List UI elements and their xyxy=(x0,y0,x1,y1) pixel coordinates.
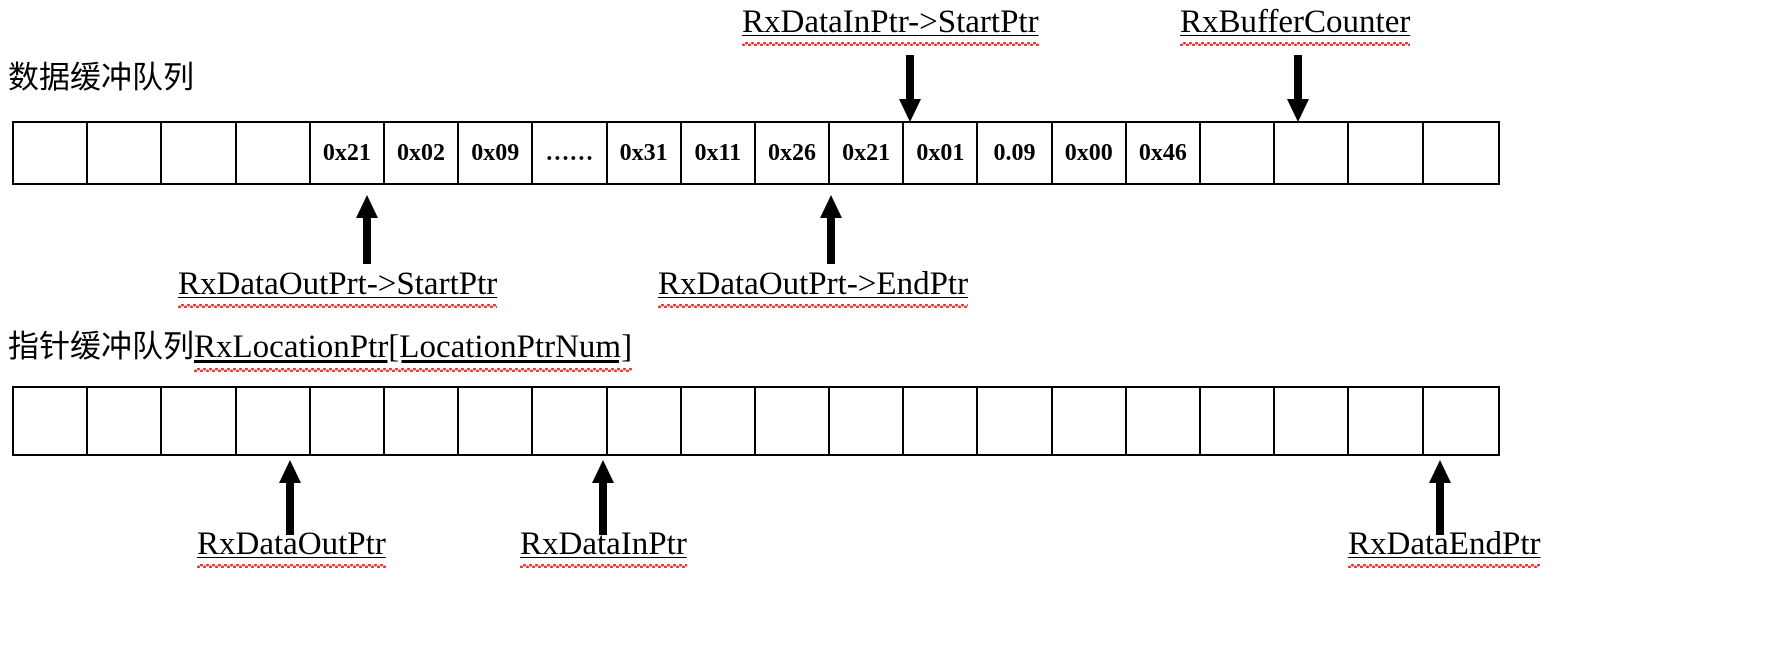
data-buffer-cell: 0x31 xyxy=(608,123,682,183)
data-buffer-title-text: 数据缓冲队列 xyxy=(8,60,194,96)
annotation-label-rxdataoutptr: RxDataOutPtr xyxy=(197,526,386,568)
data-buffer-cell: 0.09 xyxy=(978,123,1053,183)
pointer-buffer-cell xyxy=(533,388,608,454)
pointer-buffer-cell xyxy=(1201,388,1276,454)
pointer-buffer-cell xyxy=(1424,388,1498,454)
data-buffer-cell: …… xyxy=(533,123,608,183)
pointer-buffer-cell xyxy=(904,388,979,454)
data-buffer-cell xyxy=(1424,123,1498,183)
arrow-down-rxdatainptr-startptr xyxy=(895,55,925,123)
data-buffer-cell xyxy=(1275,123,1350,183)
annotation-label-rxdataoutprt-endptr: RxDataOutPrt->EndPtr xyxy=(658,266,969,308)
pointer-buffer-cell xyxy=(1275,388,1350,454)
pointer-buffer-queue xyxy=(12,386,1500,456)
annotation-label-rxbuffercounter: RxBufferCounter xyxy=(1180,4,1411,46)
pointer-buffer-cell xyxy=(14,388,89,454)
data-buffer-cell: 0x46 xyxy=(1127,123,1201,183)
arrow-up-rxdataendptr xyxy=(1425,457,1455,535)
pointer-buffer-cell xyxy=(385,388,460,454)
arrow-up-rxdataoutprt-startptr xyxy=(352,192,382,264)
pointer-buffer-cell xyxy=(162,388,237,454)
pointer-buffer-cell xyxy=(1127,388,1201,454)
data-buffer-cell: 0x21 xyxy=(830,123,905,183)
data-buffer-cell: 0x11 xyxy=(682,123,756,183)
pointer-buffer-cell xyxy=(237,388,311,454)
data-buffer-cell xyxy=(14,123,89,183)
data-buffer-cell: 0x02 xyxy=(385,123,460,183)
arrow-up-rxdatainptr xyxy=(588,457,618,535)
data-buffer-cell: 0x26 xyxy=(756,123,831,183)
data-buffer-cell: 0x21 xyxy=(311,123,385,183)
pointer-buffer-cell xyxy=(978,388,1053,454)
pointer-buffer-cell xyxy=(608,388,682,454)
arrow-up-rxdataoutptr xyxy=(275,457,305,535)
data-buffer-cell: 0x09 xyxy=(459,123,534,183)
pointer-buffer-cell xyxy=(1349,388,1424,454)
pointer-buffer-cell xyxy=(1053,388,1127,454)
pointer-buffer-cell xyxy=(88,388,163,454)
data-buffer-cell xyxy=(237,123,311,183)
pointer-buffer-title-en: RxLocationPtr[LocationPtrNum] xyxy=(194,329,633,365)
arrow-up-rxdataoutprt-endptr xyxy=(816,192,846,264)
pointer-buffer-title: 指针缓冲队列RxLocationPtr[LocationPtrNum] xyxy=(8,331,632,364)
data-buffer-cell xyxy=(162,123,237,183)
data-buffer-cell: 0x01 xyxy=(904,123,979,183)
pointer-buffer-cell xyxy=(830,388,905,454)
pointer-buffer-cell xyxy=(311,388,385,454)
data-buffer-cell xyxy=(88,123,163,183)
pointer-buffer-cell xyxy=(682,388,756,454)
annotation-label-rxdataendptr: RxDataEndPtr xyxy=(1348,526,1541,568)
arrow-down-rxbuffercounter xyxy=(1283,55,1313,123)
data-buffer-title: 数据缓冲队列 xyxy=(8,62,194,95)
annotation-label-rxdatainptr-startptr: RxDataInPtr->StartPtr xyxy=(742,4,1039,46)
pointer-buffer-cell xyxy=(459,388,534,454)
pointer-buffer-title-cn: 指针缓冲队列 xyxy=(8,329,194,365)
annotation-label-rxdatainptr: RxDataInPtr xyxy=(520,526,687,568)
data-buffer-cell: 0x00 xyxy=(1053,123,1127,183)
annotation-label-rxdataoutprt-startptr: RxDataOutPrt->StartPtr xyxy=(178,266,498,308)
data-buffer-cell xyxy=(1349,123,1424,183)
data-buffer-cell xyxy=(1201,123,1276,183)
pointer-buffer-cell xyxy=(756,388,831,454)
